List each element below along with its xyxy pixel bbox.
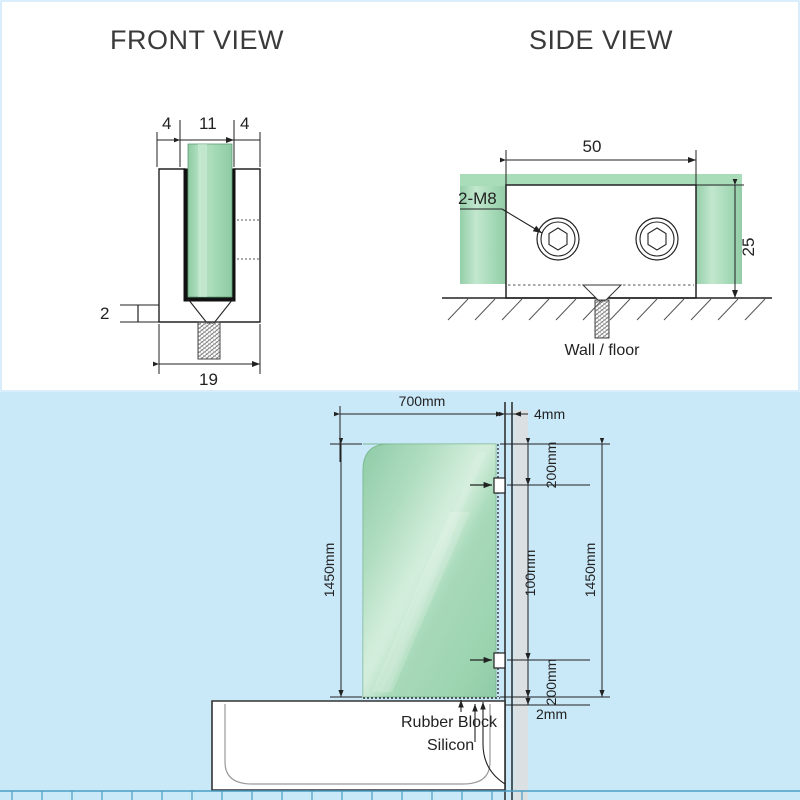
bracket-top xyxy=(470,477,506,494)
bathtub xyxy=(211,700,506,791)
assembly-dim-bottom-offset: 200mm xyxy=(543,659,559,706)
glass-insert xyxy=(187,143,233,298)
front-dim-overall-width: 19 xyxy=(199,370,218,389)
threaded-stud xyxy=(197,321,221,360)
glass-panel-sheen xyxy=(363,444,496,697)
side-dim-length: 50 xyxy=(583,137,602,156)
assembly-dim-wall-gap: 4mm xyxy=(534,406,565,422)
front-dim-base-offset: 2 xyxy=(100,304,109,323)
glass-band-top xyxy=(460,174,742,186)
assembly-dim-height-right: 1450mm xyxy=(582,543,598,597)
silicon-leader-b xyxy=(482,743,506,785)
front-dim-right-gap: 4 xyxy=(240,114,249,133)
bolt-hole-2 xyxy=(635,217,679,261)
assembly-dim-bottom-clearance: 2mm xyxy=(536,706,567,722)
assembly-panel: 700mm 4mm xyxy=(0,392,800,800)
callout-silicon: Silicon xyxy=(427,737,474,754)
floor-ticks xyxy=(11,791,523,800)
anchor-screw xyxy=(581,284,623,339)
ground-hatching xyxy=(447,298,766,321)
top-panel: FRONT VIEW SIDE VIEW 4 11 4 xyxy=(0,0,800,392)
front-dim-left-gap: 4 xyxy=(162,114,171,133)
bolt-leader-line xyxy=(501,208,543,234)
side-callout-bolts: 2-M8 xyxy=(458,189,497,208)
side-view-title: SIDE VIEW xyxy=(529,25,673,55)
side-callout-substrate: Wall / floor xyxy=(565,342,641,359)
assembly-svg: 700mm 4mm xyxy=(0,393,800,800)
side-dim-height: 25 xyxy=(739,238,758,257)
bracket-bottom xyxy=(470,652,506,669)
assembly-dim-bracket-spacing: 100mm xyxy=(522,550,538,597)
front-view-title: FRONT VIEW xyxy=(110,25,284,55)
assembly-dim-panel-width: 700mm xyxy=(399,393,446,409)
assembly-dim-top-offset: 200mm xyxy=(543,442,559,489)
callout-rubber-block: Rubber Block xyxy=(401,714,498,731)
top-views-svg: FRONT VIEW SIDE VIEW 4 11 4 xyxy=(100,25,772,389)
assembly-dim-height-left: 1450mm xyxy=(321,543,337,597)
front-dim-glass: 11 xyxy=(199,114,217,133)
wall-shadow xyxy=(514,410,528,800)
front-view-group: 4 11 4 xyxy=(100,114,261,389)
bolt-hole-1 xyxy=(536,217,580,261)
glass-band-left xyxy=(460,174,506,284)
side-view-group: 50 2- xyxy=(442,137,772,359)
